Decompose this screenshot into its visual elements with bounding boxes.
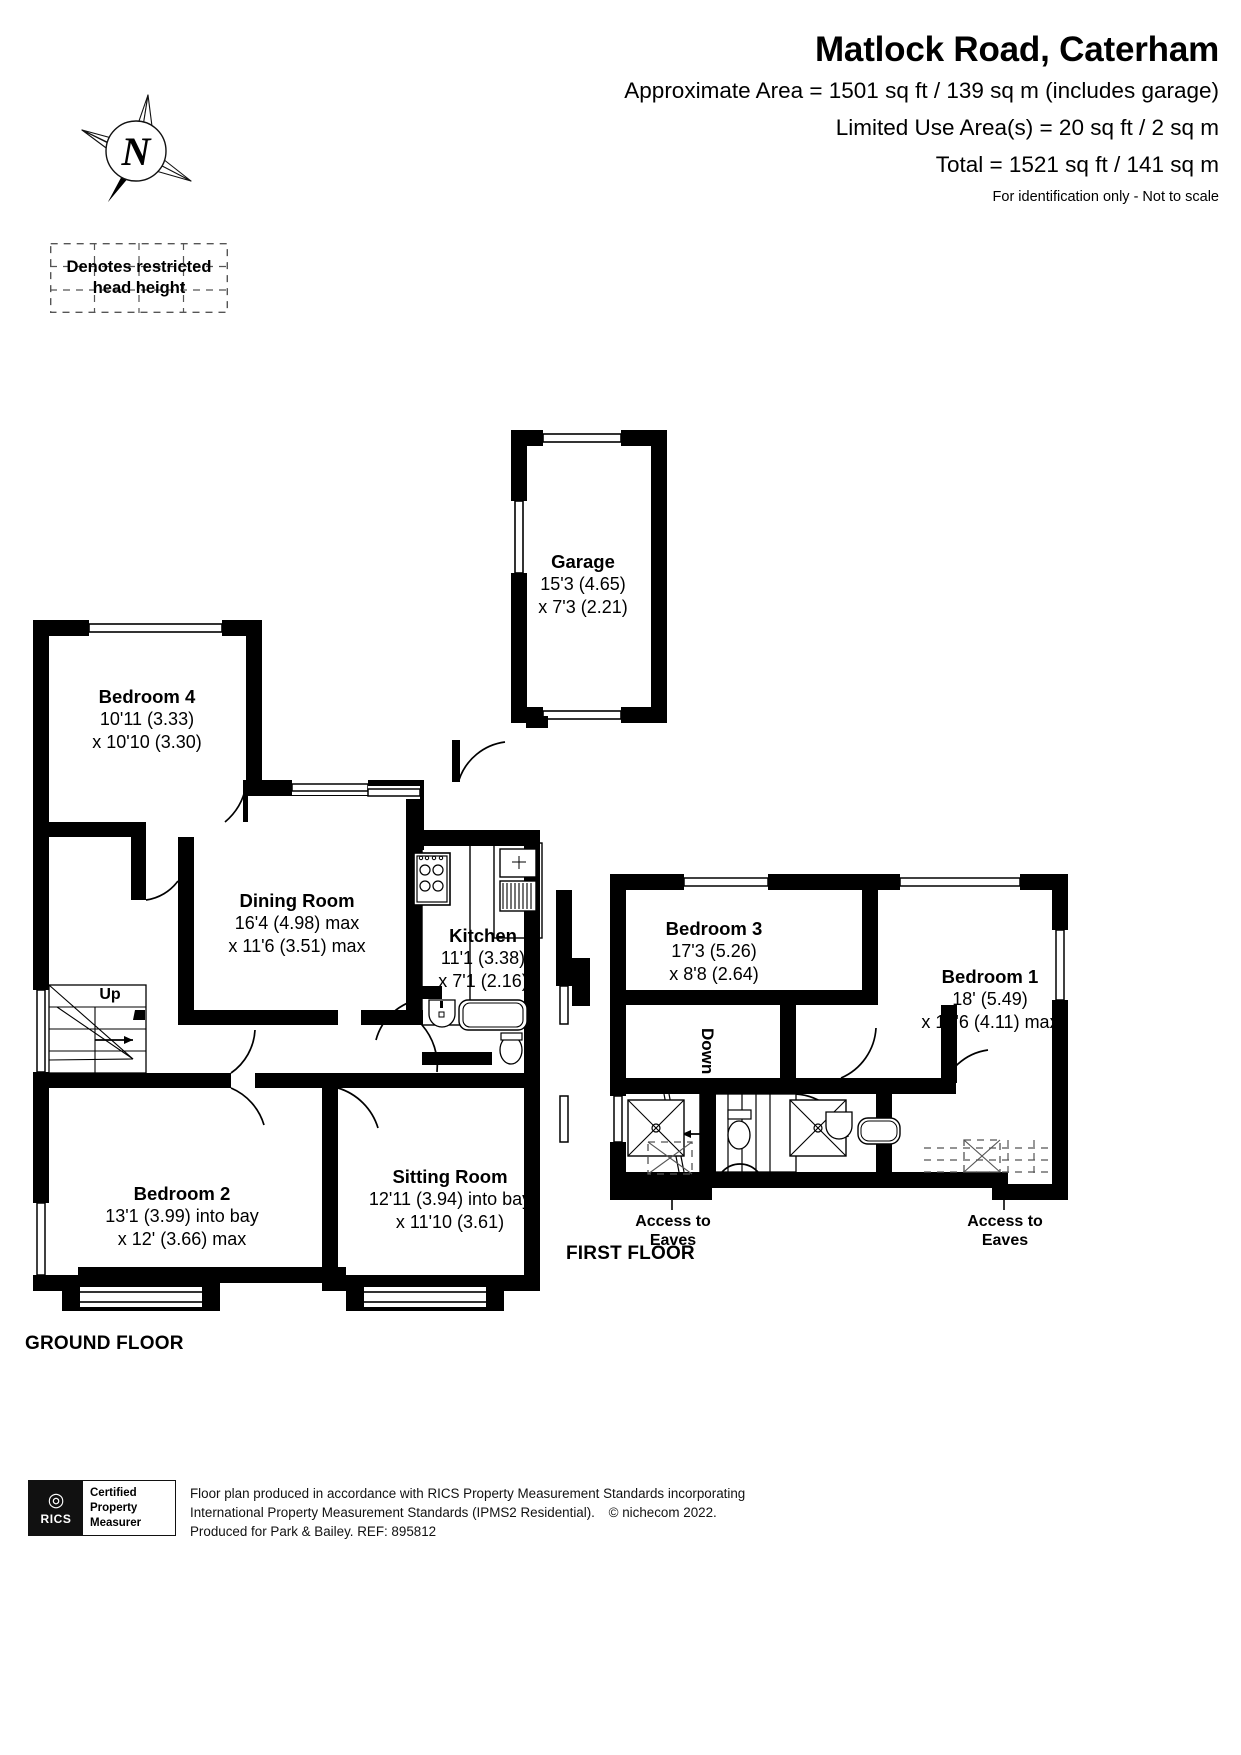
- approx-area-text: Approximate Area = 1501 sq ft / 139 sq m…: [624, 78, 1219, 104]
- room-label-garage: Garage 15'3 (4.65) x 7'3 (2.21): [492, 550, 674, 619]
- rics-wordmark: RICS: [40, 1511, 72, 1526]
- stair-direction-down-label: Down: [698, 1028, 717, 1075]
- compass-north-label: N: [121, 129, 153, 174]
- room-dim-2: x 7'3 (2.21): [538, 596, 628, 617]
- room-name: Kitchen: [449, 925, 517, 946]
- room-dim-1: 12'11 (3.94) into bay: [368, 1189, 532, 1210]
- ground-floor-caption: GROUND FLOOR: [25, 1333, 184, 1354]
- room-dim-1: 11'1 (3.38): [440, 948, 526, 969]
- rics-badge-line3: Measurer: [90, 1517, 142, 1530]
- key-label-line2: head height: [92, 278, 186, 297]
- garage-outline: [511, 430, 667, 723]
- room-name: Bedroom 3: [665, 918, 763, 939]
- footer-disclaimer: Floor plan produced in accordance with R…: [190, 1484, 745, 1541]
- room-name: Dining Room: [239, 890, 355, 911]
- ground-floor-bathroom-fittings: [428, 999, 528, 1065]
- room-name: Bedroom 2: [133, 1183, 231, 1204]
- room-dim-2: x 12' (3.66) max: [117, 1228, 247, 1249]
- footer-line-2a: International Property Measurement Stand…: [190, 1505, 595, 1521]
- first-floor-walls: [556, 874, 1068, 1200]
- room-dim-2: x 11'10 (3.61): [395, 1211, 505, 1232]
- room-dim-2: x 8'8 (2.64): [669, 963, 759, 984]
- access-to-eaves-right-label: Access to Eaves: [944, 1212, 1066, 1250]
- disclaimer-text: For identification only - Not to scale: [992, 189, 1219, 206]
- room-name: Bedroom 1: [941, 966, 1039, 987]
- compass-north-icon: N: [70, 85, 200, 215]
- header: Matlock Road, Caterham Approximate Area …: [624, 30, 1219, 205]
- room-dim-1: 15'3 (4.65): [540, 574, 626, 595]
- room-dim-2: x 11'6 (3.51) max: [228, 935, 366, 956]
- room-dim-2: x 7'1 (2.16): [438, 970, 528, 991]
- restricted-head-height-key: Denotes restricted head height: [50, 243, 228, 313]
- footer-copyright: © nichecom 2022.: [608, 1505, 717, 1521]
- eaves-left-line2: Eaves: [649, 1232, 697, 1250]
- rics-emblem-icon: ◎: [47, 1489, 65, 1511]
- ground-floor-staircase: [48, 984, 147, 1074]
- rics-badge-line2: Property: [90, 1502, 138, 1515]
- page-title: Matlock Road, Caterham: [814, 30, 1219, 69]
- eaves-left-line1: Access to: [635, 1213, 711, 1230]
- ground-floor-walls: [33, 620, 540, 1311]
- rics-badge-line1: Certified: [90, 1487, 137, 1499]
- kitchen-fittings: [413, 842, 543, 1026]
- footer-line-1: Floor plan produced in accordance with R…: [190, 1486, 746, 1501]
- room-dim-2: x 10'10 (3.30): [92, 731, 202, 752]
- limited-use-area-text: Limited Use Area(s) = 20 sq ft / 2 sq m: [835, 115, 1219, 141]
- total-area-text: Total = 1521 sq ft / 141 sq m: [935, 152, 1219, 178]
- footer-line-2: International Property Measurement Stand…: [190, 1503, 745, 1522]
- ground-floor-door-jambs: [243, 716, 548, 822]
- room-label-kitchen: Kitchen 11'1 (3.38) x 7'1 (2.16): [409, 924, 557, 993]
- room-label-bedroom-2: Bedroom 2 13'1 (3.99) into bay x 12' (3.…: [48, 1182, 316, 1251]
- room-name: Sitting Room: [392, 1166, 508, 1187]
- first-floor-caption: FIRST FLOOR: [566, 1243, 695, 1264]
- room-dim-1: 13'1 (3.99) into bay: [105, 1206, 259, 1227]
- rics-badge-text: Certified Property Measurer: [83, 1481, 175, 1535]
- eaves-right-line1: Access to: [967, 1213, 1043, 1230]
- room-label-sitting-room: Sitting Room 12'11 (3.94) into bay x 11'…: [316, 1165, 584, 1234]
- room-dim-1: 16'4 (4.98) max: [234, 913, 360, 934]
- room-dim-1: 18' (5.49): [952, 989, 1028, 1010]
- room-label-bedroom-3: Bedroom 3 17'3 (5.26) x 8'8 (2.64): [604, 917, 824, 986]
- room-label-dining-room: Dining Room 16'4 (4.98) max x 11'6 (3.51…: [186, 889, 408, 958]
- rics-logo-icon: ◎ RICS: [29, 1481, 83, 1535]
- first-floor-bathroom-fittings: [627, 1099, 901, 1157]
- stair-direction-up-label: Up: [99, 986, 121, 1003]
- access-to-eaves-left-label: Access to Eaves: [612, 1212, 734, 1250]
- restricted-head-height-zones: [647, 1139, 1052, 1210]
- key-label-line1: Denotes restricted: [66, 258, 212, 276]
- room-dim-1: 17'3 (5.26): [671, 941, 757, 962]
- room-label-bedroom-4: Bedroom 4 10'11 (3.33) x 10'10 (3.30): [42, 685, 252, 754]
- rics-certified-badge: ◎ RICS Certified Property Measurer: [28, 1480, 176, 1536]
- room-dim-1: 10'11 (3.33): [99, 709, 195, 730]
- room-name: Garage: [551, 551, 615, 572]
- room-dim-2: x 13'6 (4.11) max: [921, 1011, 1059, 1032]
- eaves-right-line2: Eaves: [981, 1232, 1029, 1250]
- footer-line-3: Produced for Park & Bailey. REF: 895812: [190, 1524, 437, 1540]
- room-name: Bedroom 4: [98, 686, 196, 707]
- room-label-bedroom-1: Bedroom 1 18' (5.49) x 13'6 (4.11) max: [880, 965, 1100, 1034]
